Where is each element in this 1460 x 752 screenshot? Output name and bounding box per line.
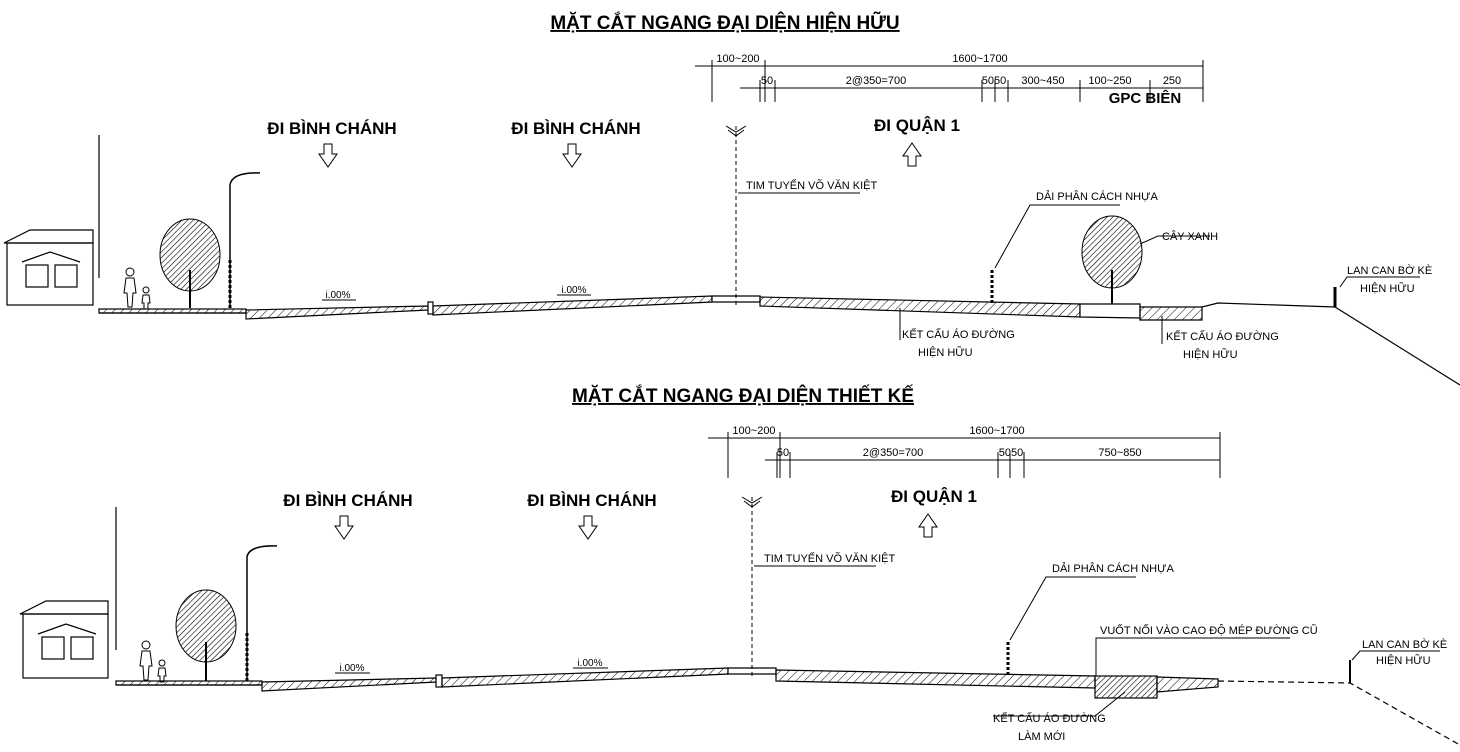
direction-label-2: ĐI BÌNH CHÁNH [527, 491, 656, 510]
road-profile [115, 667, 1460, 746]
dim-lanes: 2@350=700 [846, 75, 906, 87]
railing-label-line2: HIỆN HỮU [1360, 282, 1415, 295]
pavement-label-2-line1: KẾT CẤU ÁO ĐƯỜNG [1166, 330, 1279, 343]
transition-label: VUỐT NỐI VÀO CAO ĐỘ MÉP ĐƯỜNG CŨ [1100, 623, 1318, 637]
dim-300-450: 300~450 [1021, 75, 1064, 87]
direction-label-1: ĐI BÌNH CHÁNH [283, 491, 412, 510]
pedestrian-icon [139, 640, 167, 683]
slope-label-2: i.00% [577, 658, 602, 669]
arrow-down-icon [562, 143, 582, 168]
direction-label-3: ĐI QUẬN 1 [874, 116, 960, 135]
direction-label-3: ĐI QUẬN 1 [891, 487, 977, 506]
section-title: MẶT CẮT NGANG ĐẠI DIỆN THIẾT KẾ [572, 385, 914, 407]
street-light-icon [228, 172, 261, 308]
dim-50: 50 [777, 447, 789, 459]
pavement-label-line2: LÀM MỚI [1018, 730, 1065, 743]
arrow-up-icon [902, 142, 922, 167]
slope-label-1: i.00% [325, 290, 350, 301]
section-title: MẶT CẮT NGANG ĐẠI DIỆN HIỆN HỮU [550, 12, 899, 34]
tree-icon [1081, 215, 1143, 304]
railing-label-line2: HIỆN HỮU [1376, 654, 1431, 667]
dim-250: 250 [1163, 75, 1181, 87]
dimension-lines [708, 432, 1221, 478]
pavement-label-2-line2: HIỆN HỮU [1183, 348, 1238, 361]
dim-total: 1600~1700 [952, 53, 1007, 65]
centerline-label: TIM TUYẾN VÕ VĂN KIỆT [764, 552, 895, 565]
pavement-label-1-line2: HIỆN HỮU [918, 346, 973, 359]
dim-left-offset: 100~200 [732, 425, 775, 437]
railing-label-line1: LAN CAN BỜ KÈ [1362, 638, 1447, 651]
railing-label-line1: LAN CAN BỜ KÈ [1347, 264, 1432, 277]
centerline-marker [725, 125, 747, 305]
section-design: MẶT CẮT NGANG ĐẠI DIỆN THIẾT KẾ 100~200 … [19, 385, 1460, 746]
median-label: DẢI PHÂN CÁCH NHỰA [1052, 562, 1175, 575]
dim-750-850: 750~850 [1098, 447, 1141, 459]
slope-label-2: i.00% [561, 285, 586, 296]
dim-total: 1600~1700 [969, 425, 1024, 437]
dim-left-offset: 100~200 [716, 53, 759, 65]
gpc-label: GPC BIÊN [1109, 89, 1182, 107]
pavement-label-1-line1: KẾT CẤU ÁO ĐƯỜNG [902, 328, 1015, 341]
street-light-icon [245, 545, 278, 681]
dim-lanes: 2@350=700 [863, 447, 923, 459]
dimension-lines [695, 60, 1204, 102]
tree-icon [175, 589, 237, 681]
median-label: DẢI PHÂN CÁCH NHỰA [1036, 190, 1159, 203]
slope-label-1: i.00% [339, 663, 364, 674]
arrow-down-icon [578, 515, 598, 540]
arrow-up-icon [918, 513, 938, 538]
dim-5050: 5050 [999, 447, 1023, 459]
pedestrian-icon [123, 267, 151, 310]
road-profile [98, 295, 1460, 386]
centerline-label: TIM TUYẾN VÕ VĂN KIỆT [746, 179, 877, 192]
house-icon [19, 507, 117, 679]
dim-5050: 5050 [982, 75, 1006, 87]
direction-label-1: ĐI BÌNH CHÁNH [267, 119, 396, 138]
direction-label-2: ĐI BÌNH CHÁNH [511, 119, 640, 138]
house-icon [3, 135, 100, 306]
arrow-down-icon [334, 515, 354, 540]
arrow-down-icon [318, 143, 338, 168]
dim-50: 50 [761, 75, 773, 87]
dim-100-250: 100~250 [1088, 75, 1131, 87]
centerline-marker [741, 496, 763, 676]
tree-icon [159, 218, 221, 308]
pavement-label-line1: KẾT CẤU ÁO ĐƯỜNG [993, 712, 1106, 725]
section-existing: MẶT CẮT NGANG ĐẠI DIỆN HIỆN HỮU 100~200 … [3, 12, 1460, 386]
